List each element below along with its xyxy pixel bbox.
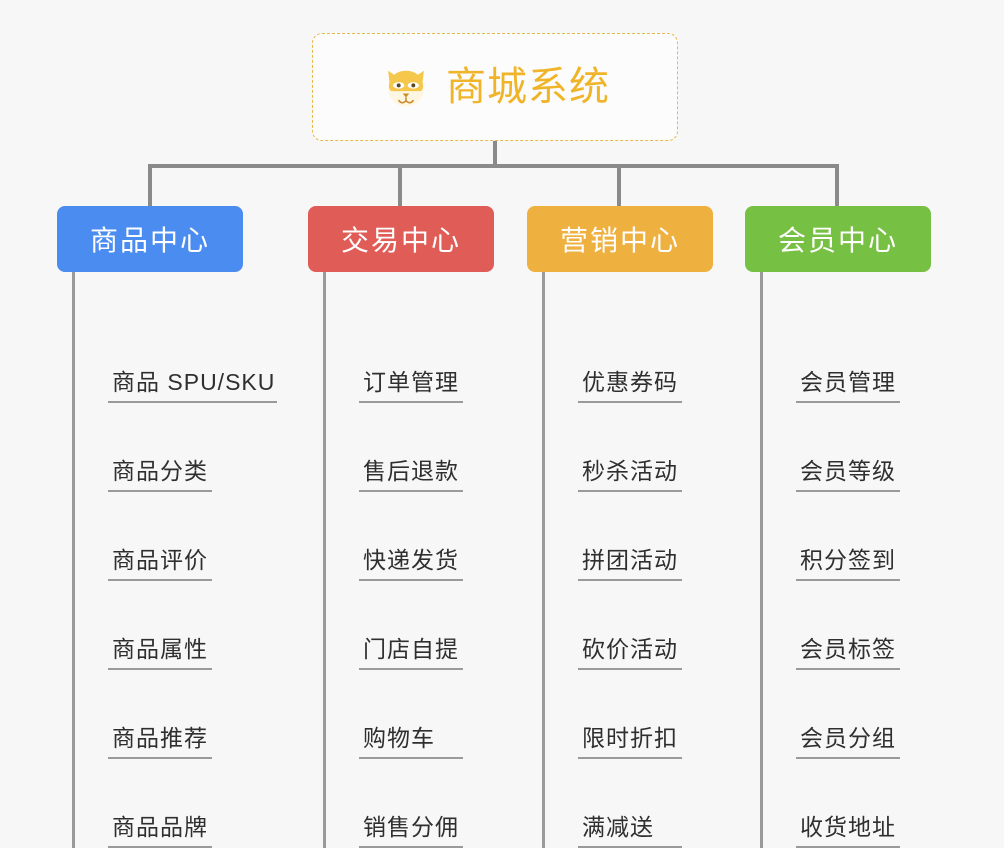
leaf-label: 会员等级 xyxy=(796,458,900,492)
leaf-label: 购物车 xyxy=(359,725,463,759)
leaf-label: 优惠券码 xyxy=(578,369,682,403)
list-item[interactable]: 会员等级 xyxy=(763,403,945,492)
leaf-label: 秒杀活动 xyxy=(578,458,682,492)
leaf-label: 会员分组 xyxy=(796,725,900,759)
leaf-label: 订单管理 xyxy=(359,369,463,403)
leaf-label: 商品 SPU/SKU xyxy=(108,369,277,403)
category-box-3[interactable]: 营销中心 xyxy=(527,206,713,272)
connector-bar xyxy=(148,164,838,168)
list-item[interactable]: 商品推荐 xyxy=(75,670,277,759)
list-item[interactable]: 订单管理 xyxy=(326,272,508,403)
leaf-label: 会员管理 xyxy=(796,369,900,403)
leaf-label: 会员标签 xyxy=(796,636,900,670)
category-title-3: 营销中心 xyxy=(559,225,680,256)
list-item[interactable]: 满减送 xyxy=(545,759,727,848)
leaf-list-2: 订单管理 售后退款 快递发货 门店自提 购物车 销售分佣 xyxy=(323,272,508,848)
leaf-label: 满减送 xyxy=(578,814,682,848)
connector-drop-4 xyxy=(835,164,839,206)
list-item[interactable]: 商品评价 xyxy=(75,492,277,581)
category-title-4: 会员中心 xyxy=(777,225,898,256)
connector-drop-2 xyxy=(398,164,402,206)
list-item[interactable]: 会员标签 xyxy=(763,581,945,670)
leaf-label: 商品品牌 xyxy=(108,814,212,848)
leaf-list-1: 商品 SPU/SKU 商品分类 商品评价 商品属性 商品推荐 商品品牌 xyxy=(72,272,277,848)
branch-column-1: 商品中心 商品 SPU/SKU 商品分类 商品评价 商品属性 商品推荐 商品品牌 xyxy=(57,206,277,848)
list-item[interactable]: 售后退款 xyxy=(326,403,508,492)
leaf-label: 门店自提 xyxy=(359,636,463,670)
branch-column-4: 会员中心 会员管理 会员等级 积分签到 会员标签 会员分组 收货地址 xyxy=(745,206,945,848)
leaf-label: 快递发货 xyxy=(359,547,463,581)
category-title-2: 交易中心 xyxy=(340,225,461,256)
category-box-1[interactable]: 商品中心 xyxy=(57,206,243,272)
connector-drop-3 xyxy=(617,164,621,206)
list-item[interactable]: 销售分佣 xyxy=(326,759,508,848)
list-item[interactable]: 门店自提 xyxy=(326,581,508,670)
category-box-4[interactable]: 会员中心 xyxy=(745,206,931,272)
leaf-label: 商品属性 xyxy=(108,636,212,670)
list-item[interactable]: 商品分类 xyxy=(75,403,277,492)
leaf-label: 收货地址 xyxy=(796,814,900,848)
category-box-2[interactable]: 交易中心 xyxy=(308,206,494,272)
leaf-label: 砍价活动 xyxy=(578,636,682,670)
leaf-label: 拼团活动 xyxy=(578,547,682,581)
list-item[interactable]: 砍价活动 xyxy=(545,581,727,670)
list-item[interactable]: 收货地址 xyxy=(763,759,945,848)
list-item[interactable]: 积分签到 xyxy=(763,492,945,581)
leaf-label: 商品分类 xyxy=(108,458,212,492)
leaf-label: 积分签到 xyxy=(796,547,900,581)
connector-drop-1 xyxy=(148,164,152,206)
shiba-dog-icon xyxy=(388,70,424,107)
leaf-label: 商品评价 xyxy=(108,547,212,581)
leaf-label: 销售分佣 xyxy=(359,814,463,848)
leaf-label: 售后退款 xyxy=(359,458,463,492)
list-item[interactable]: 会员管理 xyxy=(763,272,945,403)
connector-stem xyxy=(493,141,497,167)
list-item[interactable]: 优惠券码 xyxy=(545,272,727,403)
list-item[interactable]: 商品属性 xyxy=(75,581,277,670)
branch-column-3: 营销中心 优惠券码 秒杀活动 拼团活动 砍价活动 限时折扣 满减送 xyxy=(527,206,727,848)
root-title: 商城系统 xyxy=(446,65,610,109)
list-item[interactable]: 商品品牌 xyxy=(75,759,277,848)
list-item[interactable]: 秒杀活动 xyxy=(545,403,727,492)
list-item[interactable]: 快递发货 xyxy=(326,492,508,581)
list-item[interactable]: 拼团活动 xyxy=(545,492,727,581)
list-item[interactable]: 商品 SPU/SKU xyxy=(75,272,277,403)
leaf-list-3: 优惠券码 秒杀活动 拼团活动 砍价活动 限时折扣 满减送 xyxy=(542,272,727,848)
root-node[interactable]: 商城系统 xyxy=(312,33,678,141)
leaf-list-4: 会员管理 会员等级 积分签到 会员标签 会员分组 收货地址 xyxy=(760,272,945,848)
leaf-label: 限时折扣 xyxy=(578,725,682,759)
list-item[interactable]: 限时折扣 xyxy=(545,670,727,759)
branch-column-2: 交易中心 订单管理 售后退款 快递发货 门店自提 购物车 销售分佣 xyxy=(308,206,508,848)
list-item[interactable]: 会员分组 xyxy=(763,670,945,759)
list-item[interactable]: 购物车 xyxy=(326,670,508,759)
category-title-1: 商品中心 xyxy=(89,225,210,256)
leaf-label: 商品推荐 xyxy=(108,725,212,759)
